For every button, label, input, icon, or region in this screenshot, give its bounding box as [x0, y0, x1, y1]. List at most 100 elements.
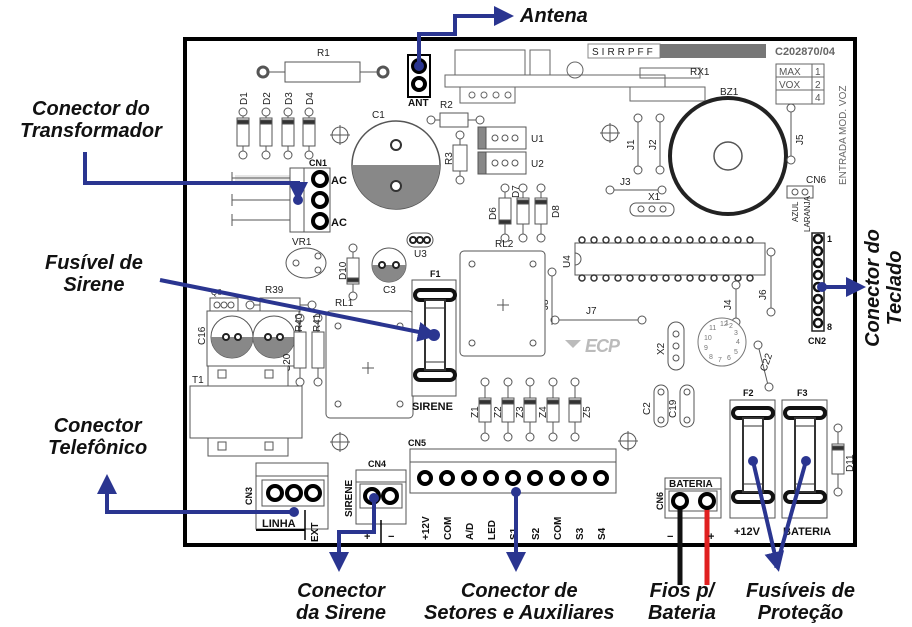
- svg-text:D1: D1: [239, 92, 250, 105]
- svg-text:1: 1: [815, 67, 821, 78]
- callout-sirene: Conector da Sirene: [296, 580, 387, 624]
- arrow-antena: [417, 6, 514, 66]
- c1-capacitor: [351, 120, 441, 210]
- arrow-fusivel-f2: [751, 460, 785, 572]
- c16-capacitors: [206, 310, 300, 367]
- rl2-relay: [459, 250, 546, 357]
- svg-text:1: 1: [725, 320, 729, 327]
- mounting-hole: [330, 431, 638, 452]
- u4-ic: [574, 242, 766, 276]
- svg-text:Z4: Z4: [538, 406, 549, 418]
- svg-text:R1: R1: [317, 48, 330, 59]
- arrow-sirene: [329, 498, 376, 572]
- callout-fusiveis-protecao: Fusíveis de Proteção: [746, 580, 855, 624]
- callout-fusivel-sirene: Fusível de Sirene: [45, 252, 143, 296]
- svg-text:2: 2: [815, 80, 821, 91]
- svg-text:VR1: VR1: [292, 237, 312, 248]
- c2-c19: [653, 384, 695, 428]
- svg-text:S2: S2: [531, 527, 542, 540]
- svg-text:BATERIA: BATERIA: [783, 526, 831, 538]
- svg-text:C19: C19: [668, 399, 679, 418]
- u1-u2: [477, 126, 527, 175]
- svg-text:S4: S4: [597, 527, 608, 540]
- entrada-mod-voz-label: ENTRADA MOD. VOZ: [838, 86, 849, 185]
- svg-text:J5: J5: [795, 134, 806, 145]
- vr1: [285, 247, 327, 279]
- svg-text:MAX: MAX: [779, 67, 801, 78]
- svg-text:F3: F3: [797, 388, 808, 398]
- svg-text:CN6: CN6: [806, 175, 826, 186]
- c3: [371, 247, 407, 283]
- svg-text:12: 12: [720, 321, 728, 328]
- sirrpff-grid: SIRRPFF: [587, 43, 766, 59]
- svg-text:D2: D2: [262, 92, 273, 105]
- svg-text:7: 7: [718, 357, 722, 364]
- zener-z1-z5: [478, 377, 582, 442]
- svg-text:R40: R40: [294, 313, 305, 332]
- svg-text:RL1: RL1: [335, 298, 354, 309]
- svg-text:10: 10: [704, 335, 712, 342]
- svg-text:C20: C20: [282, 353, 293, 372]
- svg-text:8: 8: [827, 322, 832, 332]
- svg-text:D7: D7: [511, 185, 522, 198]
- callout-antena: Antena: [520, 5, 588, 27]
- svg-text:CN4: CN4: [368, 459, 386, 469]
- svg-text:X1: X1: [648, 192, 661, 203]
- svg-text:A/D: A/D: [465, 523, 476, 540]
- svg-text:C3: C3: [383, 285, 396, 296]
- svg-text:AC: AC: [331, 175, 347, 187]
- svg-text:+12V: +12V: [734, 526, 761, 538]
- t1-transformer: [189, 365, 303, 457]
- svg-text:U3: U3: [414, 249, 427, 260]
- svg-text:J4: J4: [723, 299, 734, 310]
- svg-text:C2: C2: [642, 402, 653, 415]
- rotary-dial: 12 11 10 9 8 7 6 5 4 3 2 1: [697, 317, 747, 367]
- battery-connector: [664, 477, 722, 585]
- svg-text:X2: X2: [656, 342, 667, 355]
- max-vox-table: MAX VOX 1 2 4: [775, 63, 825, 105]
- svg-text:Z5: Z5: [582, 406, 593, 418]
- svg-text:R3: R3: [444, 152, 455, 165]
- cn1-connector: [231, 167, 331, 233]
- callout-teclado: Conector do Teclado: [862, 229, 906, 347]
- svg-text:CN6: CN6: [655, 492, 665, 510]
- svg-text:VOX: VOX: [779, 80, 800, 91]
- svg-text:CN5: CN5: [408, 438, 426, 448]
- ecp-logo: ECP: [565, 336, 622, 356]
- arrow-fusivel-f3: [774, 460, 808, 569]
- c22: [753, 340, 774, 392]
- svg-text:J7: J7: [586, 306, 597, 317]
- r1: [256, 61, 390, 83]
- j5: [786, 103, 796, 165]
- cn5-sectors-connector: [409, 448, 617, 494]
- svg-text:11: 11: [709, 325, 716, 332]
- svg-text:ANT: ANT: [408, 98, 429, 109]
- svg-text:R39: R39: [265, 285, 284, 296]
- svg-text:CN2: CN2: [808, 336, 826, 346]
- svg-text:RX1: RX1: [690, 67, 710, 78]
- svg-text:+: +: [364, 531, 370, 543]
- svg-text:Z1: Z1: [470, 406, 481, 418]
- svg-text:U2: U2: [531, 159, 544, 170]
- svg-text:AC: AC: [331, 217, 347, 229]
- arrow-fusivel-sirene: [159, 278, 438, 342]
- svg-text:J6: J6: [758, 289, 769, 300]
- svg-text:LED: LED: [487, 520, 498, 540]
- svg-text:CN3: CN3: [244, 487, 254, 505]
- svg-text:F1: F1: [430, 269, 441, 279]
- callout-setores: Conector de Setores e Auxiliares: [424, 580, 615, 624]
- mounting-hole: [330, 125, 350, 145]
- svg-text:BATERIA: BATERIA: [669, 479, 713, 490]
- svg-text:D8: D8: [551, 205, 562, 218]
- svg-text:SIRENE: SIRENE: [412, 401, 453, 413]
- model-label: C202870/04: [775, 46, 836, 58]
- svg-text:−: −: [667, 531, 673, 543]
- svg-text:+: +: [708, 531, 714, 543]
- svg-text:D3: D3: [284, 92, 295, 105]
- svg-text:CN1: CN1: [309, 158, 327, 168]
- svg-text:BZ1: BZ1: [720, 87, 739, 98]
- r40-r41-c20: [293, 313, 325, 387]
- arrow-transformador: [83, 152, 308, 202]
- svg-text:S3: S3: [575, 527, 586, 540]
- svg-text:3: 3: [734, 330, 738, 337]
